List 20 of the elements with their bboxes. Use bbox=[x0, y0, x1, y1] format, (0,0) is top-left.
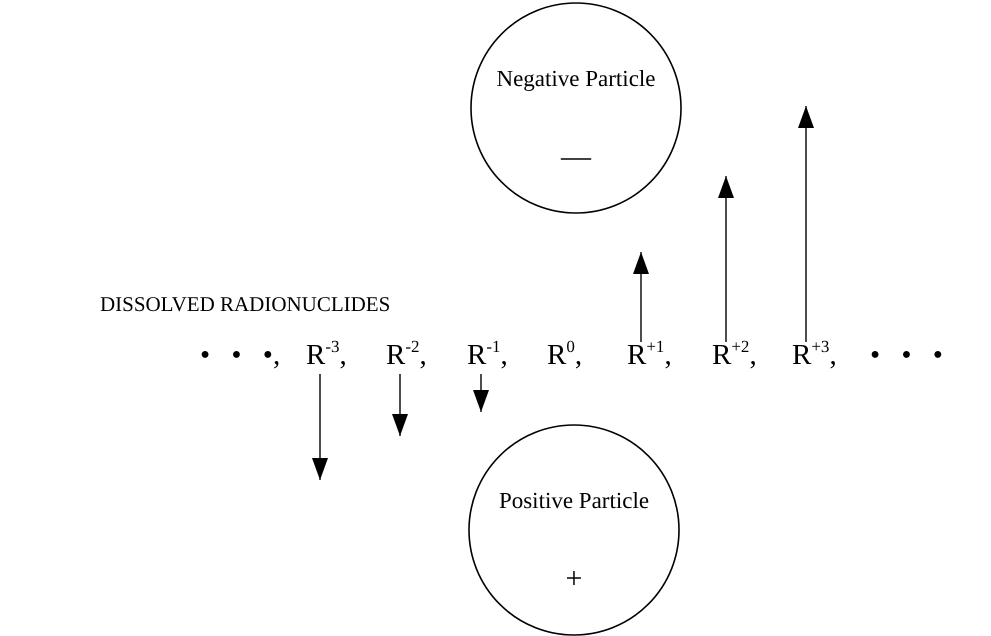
arrow bbox=[312, 374, 328, 480]
radionuclide-label: R$^{-1}$, bbox=[465, 338, 510, 376]
radionuclide-label: R$^{-3}$, bbox=[304, 338, 349, 376]
radionuclide-label: R$^{-2}$, bbox=[384, 338, 429, 376]
arrow bbox=[718, 176, 734, 342]
radionuclide-label: R$^{+3}$, bbox=[790, 338, 839, 376]
arrow bbox=[798, 106, 814, 342]
charge-sign: — bbox=[560, 142, 592, 172]
ellipsis: • • • bbox=[870, 338, 943, 372]
ellipsis: • • •, bbox=[200, 338, 280, 372]
arrow bbox=[473, 374, 489, 412]
particle-label: Positive Particle bbox=[498, 487, 650, 515]
radionuclide-label: R$^{+1}$, bbox=[625, 338, 674, 376]
particle-label: Negative Particle bbox=[495, 65, 656, 93]
radionuclide-label: R$^{0}$, bbox=[545, 338, 584, 376]
charge-sign: + bbox=[564, 564, 584, 594]
arrow bbox=[633, 252, 649, 342]
section-heading: DISSOLVED RADIONUCLIDES bbox=[100, 291, 390, 318]
arrow bbox=[392, 374, 408, 436]
radionuclide-label: R$^{+2}$, bbox=[710, 338, 759, 376]
